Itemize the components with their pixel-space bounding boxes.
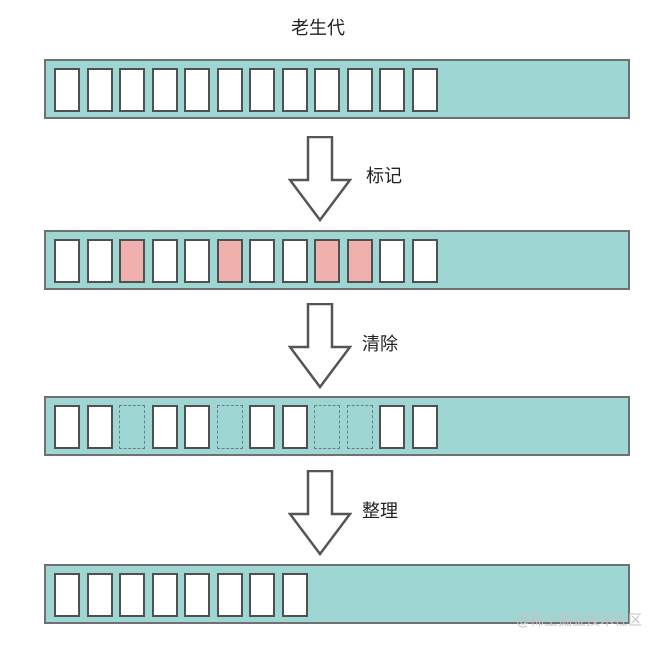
- live-object-cell: [379, 68, 405, 112]
- live-object-cell: [281, 239, 308, 283]
- live-object-cell: [54, 405, 80, 449]
- memory-region-marked: [44, 230, 630, 290]
- live-object-cell: [411, 239, 438, 283]
- live-object-cell: [379, 405, 405, 449]
- down-arrow-icon: [288, 470, 352, 556]
- live-object-cell: [184, 405, 210, 449]
- live-object-cell: [86, 405, 113, 449]
- watermark: @稀土掘金技术社区: [516, 613, 642, 629]
- freed-slot-cell: [216, 405, 243, 449]
- live-object-cell: [184, 573, 210, 617]
- live-object-cell: [281, 573, 308, 617]
- live-object-cell: [249, 405, 275, 449]
- live-object-cell: [184, 239, 210, 283]
- live-object-cell: [379, 239, 405, 283]
- down-arrow-icon: [288, 303, 352, 389]
- live-object-cell: [86, 573, 113, 617]
- live-object-cell: [151, 405, 178, 449]
- live-object-cell: [216, 68, 243, 112]
- live-object-cell: [314, 68, 340, 112]
- old-generation-title: 老生代: [291, 18, 345, 39]
- step-label-mark: 标记: [366, 166, 402, 187]
- live-object-cell: [411, 405, 438, 449]
- step-label-sweep: 清除: [362, 334, 398, 355]
- live-object-cell: [86, 68, 113, 112]
- live-object-cell: [249, 68, 275, 112]
- live-object-cell: [281, 405, 308, 449]
- live-object-cell: [281, 68, 308, 112]
- live-object-cell: [151, 68, 178, 112]
- live-object-cell: [151, 239, 178, 283]
- freed-slot-cell: [346, 405, 373, 449]
- live-object-cell: [151, 573, 178, 617]
- live-object-cell: [86, 239, 113, 283]
- memory-region-initial: [44, 59, 630, 119]
- live-object-cell: [249, 239, 275, 283]
- live-object-cell: [346, 68, 373, 112]
- live-object-cell: [249, 573, 275, 617]
- live-object-cell: [119, 68, 145, 112]
- marked-object-cell: [346, 239, 373, 283]
- down-arrow-icon: [288, 136, 352, 222]
- step-label-compact: 整理: [362, 501, 398, 522]
- live-object-cell: [54, 573, 80, 617]
- live-object-cell: [184, 68, 210, 112]
- live-object-cell: [119, 573, 145, 617]
- freed-slot-cell: [119, 405, 145, 449]
- marked-object-cell: [216, 239, 243, 283]
- memory-region-swept: [44, 396, 630, 456]
- marked-object-cell: [119, 239, 145, 283]
- live-object-cell: [54, 239, 80, 283]
- freed-slot-cell: [314, 405, 340, 449]
- marked-object-cell: [314, 239, 340, 283]
- live-object-cell: [216, 573, 243, 617]
- live-object-cell: [54, 68, 80, 112]
- memory-region-compacted: [44, 564, 630, 624]
- live-object-cell: [411, 68, 438, 112]
